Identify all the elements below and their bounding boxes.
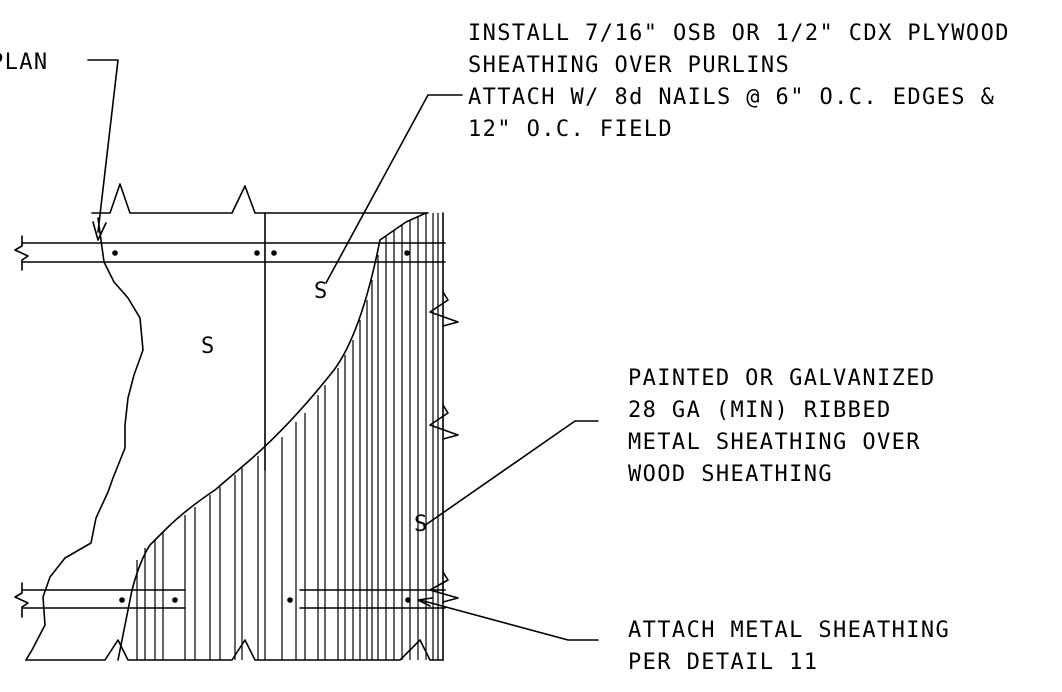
note-metal-line-2: 28 GA (MIN) RIBBED: [628, 398, 892, 423]
sheathing-symbol-metal: S: [414, 512, 429, 537]
note-metal-sheathing: PAINTED OR GALVANIZED 28 GA (MIN) RIBBED…: [628, 366, 936, 487]
metal-ribs: [136, 213, 439, 660]
note-metal-line-3: METAL SHEATHING OVER: [628, 430, 921, 455]
note-osb-line-4: 12" O.C. FIELD: [468, 117, 673, 142]
leader-lines: [87, 59, 599, 641]
lower-purlin: [14, 582, 446, 618]
note-osb-line-2: SHEATHING OVER PURLINS: [468, 53, 790, 78]
sheathing-symbols: S S S: [201, 279, 429, 537]
nails: [112, 250, 411, 603]
note-metal-line-1: PAINTED OR GALVANIZED: [628, 366, 936, 391]
sheathing-symbol-field: S: [201, 334, 216, 359]
metal-sheathing-panel: [25, 212, 459, 661]
note-metal-line-4: WOOD SHEATHING: [628, 462, 833, 487]
note-osb-line-3: ATTACH W/ 8d NAILS @ 6" O.C. EDGES &: [468, 85, 995, 110]
note-attach-metal: ATTACH METAL SHEATHING PER DETAIL 11: [628, 618, 950, 675]
note-attach-line-2: PER DETAIL 11: [628, 650, 818, 675]
sheathing-symbol-osb: S: [314, 279, 329, 304]
wood-sheathing-panel: [25, 183, 444, 661]
note-attach-line-1: ATTACH METAL SHEATHING: [628, 618, 950, 643]
note-osb-line-1: INSTALL 7/16" OSB OR 1/2" CDX PLYWOOD: [468, 21, 1010, 46]
note-plan-ref: PLAN: [0, 50, 49, 75]
note-osb-sheathing: INSTALL 7/16" OSB OR 1/2" CDX PLYWOOD SH…: [468, 21, 1010, 142]
